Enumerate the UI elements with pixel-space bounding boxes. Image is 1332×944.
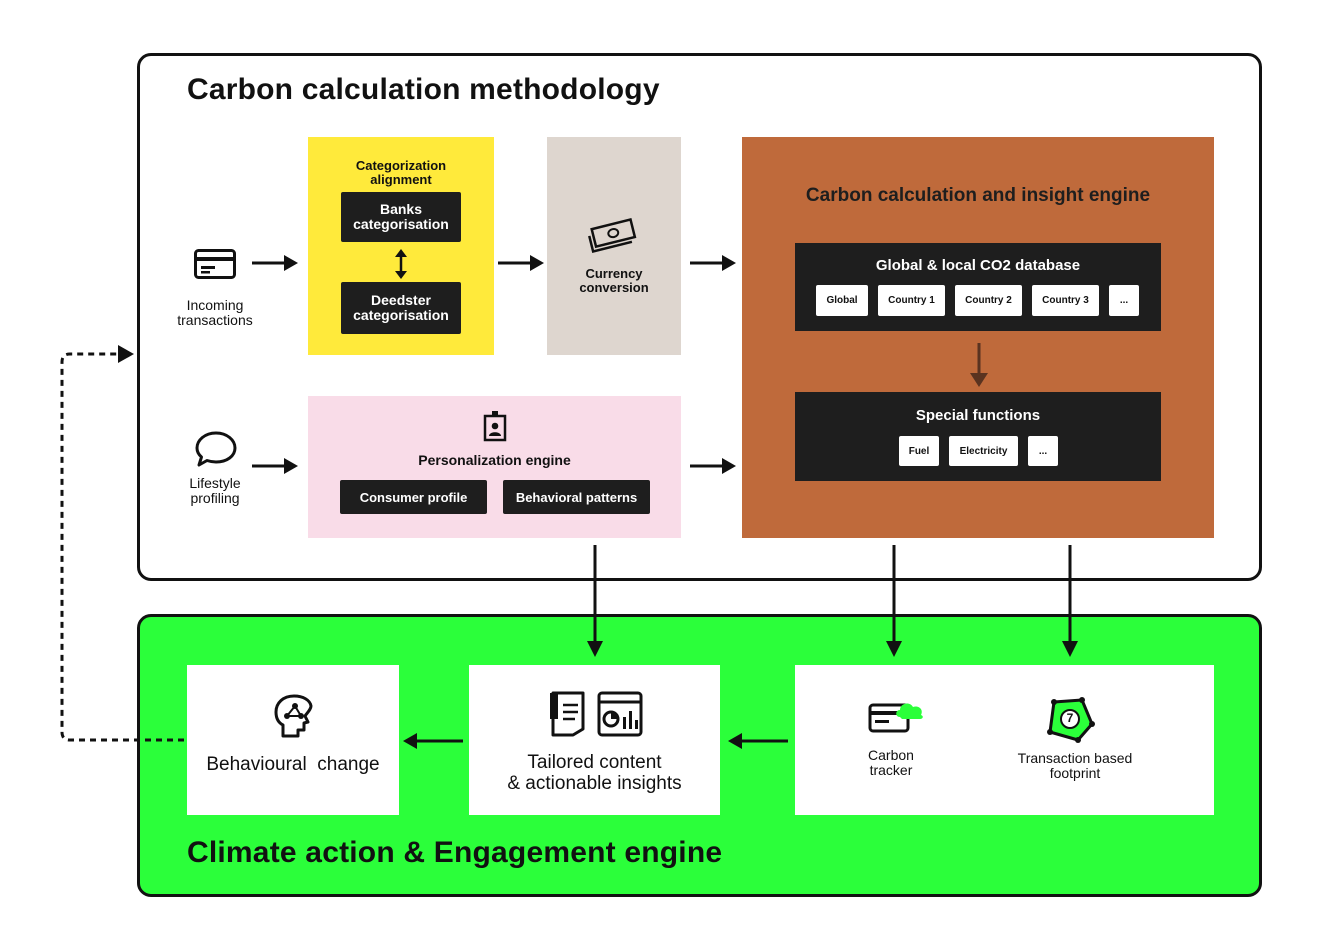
arrow-currency-to-engine: [690, 255, 736, 271]
arrow-lifestyle-to-personalization: [252, 458, 298, 474]
brain-icon: [274, 694, 313, 738]
banknote-icon: [588, 218, 637, 254]
arrow-tailored-to-behavioural: [403, 733, 463, 749]
chip-fuel: Fuel: [899, 436, 939, 466]
chip-electricity: Electricity: [949, 436, 1018, 466]
speech-bubble-icon: [195, 431, 237, 467]
tailored-content-label: Tailored content & actionable insights: [507, 752, 682, 794]
consumer-profile-box: Consumer profile: [340, 480, 487, 514]
chip-country-3: Country 3: [1032, 285, 1099, 316]
footprint-badge-number: 7: [1066, 711, 1074, 725]
arrow-engine-to-footprint: [1062, 545, 1078, 657]
categorization-title: Categorization alignment: [355, 158, 447, 188]
arrow-engine-to-tracker: [886, 545, 902, 657]
currency-conversion-label: Currency conversion: [579, 266, 649, 296]
chip-country-2: Country 2: [955, 285, 1022, 316]
personalization-box: [308, 396, 681, 538]
arrow-tracker-to-tailored: [728, 733, 788, 749]
footprint-badge-icon: [1047, 697, 1095, 743]
arrow-personalization-to-engine: [690, 458, 736, 474]
database-to-special-arrow: [970, 343, 988, 387]
behavioral-patterns-box: Behavioral patterns: [503, 480, 650, 514]
carbon-engine-title: Carbon calculation and insight engine: [805, 185, 1151, 206]
chip-more-database: ...: [1109, 285, 1139, 316]
methodology-title: Carbon calculation methodology: [187, 73, 660, 106]
arrow-incoming-to-categorization: [252, 255, 298, 271]
arrow-categorization-to-currency: [498, 255, 544, 271]
deedster-categorisation-box: Deedster categorisation: [341, 282, 461, 334]
chip-country-1: Country 1: [878, 285, 945, 316]
credit-card-icon: [194, 249, 236, 279]
feedback-loop-arrow: [60, 345, 184, 742]
co2-database-title: Global & local CO2 database: [875, 257, 1081, 274]
tracker-footprint-box: [795, 665, 1214, 815]
lifestyle-profiling-label: Lifestyle profiling: [189, 475, 241, 507]
document-dashboard-icon: [550, 691, 643, 737]
chip-more-special: ...: [1028, 436, 1058, 466]
arrow-personalization-to-tailored: [587, 545, 603, 657]
tailored-content-box: [469, 665, 720, 815]
card-cloud-icon: [868, 703, 923, 733]
behavioural-change-label: Behavioural change: [206, 754, 380, 775]
chip-global: Global: [816, 285, 868, 316]
id-badge-icon: [483, 411, 507, 442]
carbon-tracker-label: Carbon tracker: [868, 747, 914, 779]
banks-categorisation-box: Banks categorisation: [341, 192, 461, 242]
incoming-transactions-label: Incoming transactions: [177, 297, 253, 329]
double-arrow-icon: [395, 249, 407, 279]
climate-action-title: Climate action & Engagement engine: [187, 836, 723, 869]
behavioural-change-box: [187, 665, 399, 815]
personalization-title: Personalization engine: [418, 452, 571, 468]
footprint-label: Transaction based footprint: [1017, 750, 1133, 782]
special-functions-title: Special functions: [915, 407, 1041, 424]
